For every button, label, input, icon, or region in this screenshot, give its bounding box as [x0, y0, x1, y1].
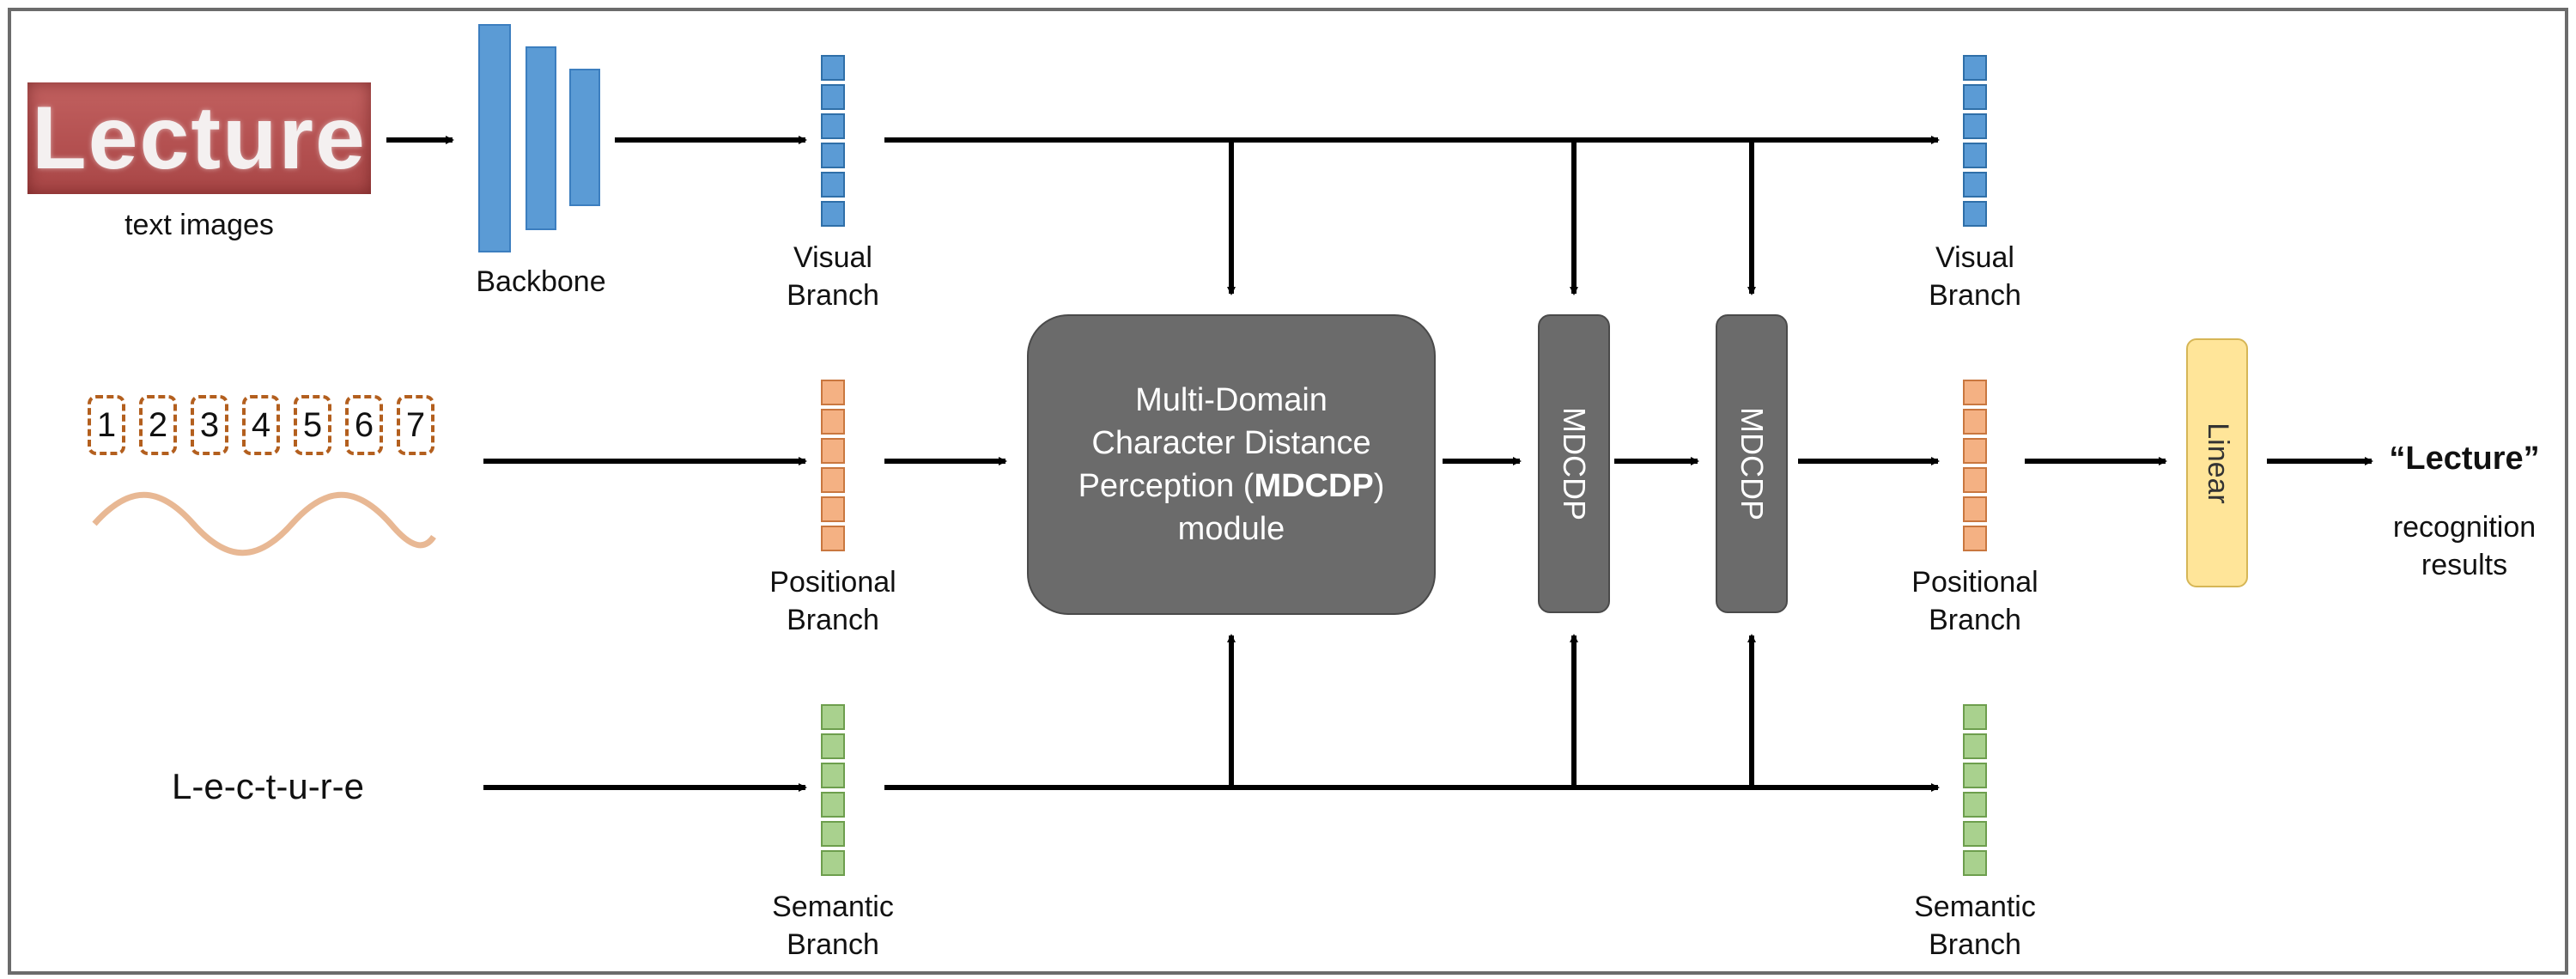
visual-feature-vector-left: [821, 55, 845, 227]
position-box-2: 2: [139, 395, 177, 455]
mdcdp-block-2: MDCDP: [1716, 314, 1788, 613]
char-sequence-input: L-e-c-t-u-r-e: [172, 766, 365, 806]
semantic-feature-vector-left: [821, 704, 845, 876]
mdcdp-module-line3: Perception (MDCDP): [1078, 468, 1385, 504]
position-box-5: 5: [294, 395, 331, 455]
text-images-caption: text images: [125, 209, 274, 241]
positional-feature-vector-right: [1963, 380, 1987, 551]
diagram-frame: [8, 8, 2568, 975]
semantic-feature-vector-right: [1963, 704, 1987, 876]
backbone-layer-1: [478, 24, 511, 252]
mdcdp-module: Multi-Domain Character Distance Percepti…: [1027, 314, 1436, 615]
backbone-layer-2: [526, 46, 556, 230]
mdcdp-module-line4: module: [1177, 511, 1285, 547]
text-image-word: Lecture: [32, 88, 367, 188]
mdcdp-block-2-label: MDCDP: [1735, 407, 1770, 520]
recognition-result: “Lecture”: [2389, 441, 2540, 477]
backbone-layer-3: [569, 69, 600, 206]
positional-feature-vector-left: [821, 380, 845, 551]
position-box-3: 3: [191, 395, 228, 455]
mdcdp-block-1: MDCDP: [1538, 314, 1610, 613]
mdcdp-module-line2: Character Distance: [1091, 425, 1371, 461]
text-image-input: Lecture: [27, 82, 371, 194]
mdcdp-block-1-label: MDCDP: [1557, 407, 1592, 520]
position-box-4: 4: [242, 395, 280, 455]
position-box-7: 7: [397, 395, 434, 455]
visual-feature-vector-right: [1963, 55, 1987, 227]
positional-wave-icon: [92, 491, 436, 556]
linear-label: Linear: [2201, 422, 2234, 504]
position-box-1: 1: [88, 395, 125, 455]
mdcdp-module-line1: Multi-Domain: [1135, 382, 1327, 418]
position-box-6: 6: [345, 395, 383, 455]
linear-layer: Linear: [2186, 338, 2248, 587]
backbone-label: Backbone: [476, 265, 606, 298]
